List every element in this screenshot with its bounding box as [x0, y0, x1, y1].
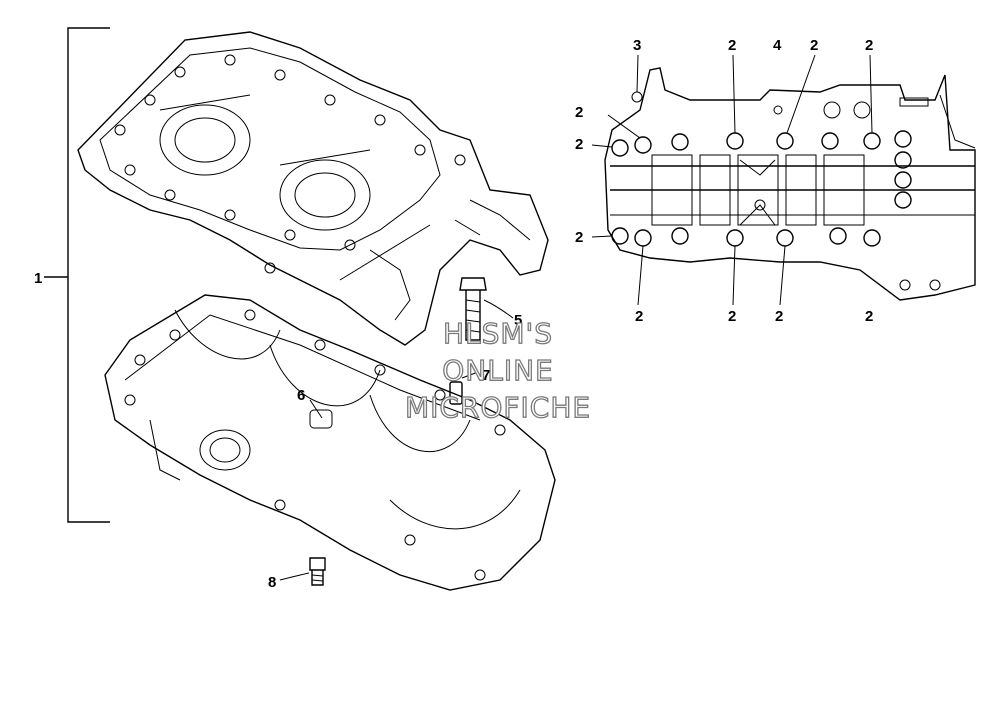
lower-crankcase-drawing	[104, 294, 556, 591]
dowel-7-drawing	[449, 371, 479, 405]
callout-top-2c: 2	[865, 37, 873, 54]
watermark-line-3: MICROFICHE	[405, 391, 591, 424]
bolt-5-drawing	[459, 277, 514, 341]
callout-5: 5	[514, 312, 522, 329]
watermark-line-1: HLSM'S	[443, 317, 553, 350]
callout-bottom-2b: 2	[728, 308, 736, 325]
callout-top-3: 3	[633, 37, 641, 54]
callout-bottom-2c: 2	[775, 308, 783, 325]
callout-8: 8	[268, 574, 276, 591]
upper-crankcase-drawing	[77, 31, 549, 346]
callout-left-2b: 2	[575, 136, 583, 153]
callout-bottom-2a: 2	[635, 308, 643, 325]
callout-bottom-2d: 2	[865, 308, 873, 325]
watermark-line-2: ONLINE	[442, 354, 553, 387]
main-callouts: 1 5 6 7 8	[34, 270, 522, 591]
callout-6: 6	[297, 387, 305, 404]
callout-left-2c: 2	[575, 229, 583, 246]
watermark: HLSM'S ONLINE MICROFICHE	[404, 316, 591, 424]
callout-1: 1	[34, 270, 42, 287]
right-view-leaders	[591, 54, 873, 306]
assembly-bracket	[44, 27, 110, 523]
bolt-8-drawing	[279, 557, 326, 586]
callout-7: 7	[482, 367, 490, 384]
callout-left-2a: 2	[575, 104, 583, 121]
callout-top-4: 4	[773, 37, 782, 54]
leader-6	[309, 399, 323, 419]
callout-top-2a: 2	[728, 37, 736, 54]
crankcase-bottom-view	[604, 67, 976, 301]
right-callouts: 3 2 4 2 2 2 2 2 2 2 2 2	[575, 37, 873, 325]
callout-top-2b: 2	[810, 37, 818, 54]
